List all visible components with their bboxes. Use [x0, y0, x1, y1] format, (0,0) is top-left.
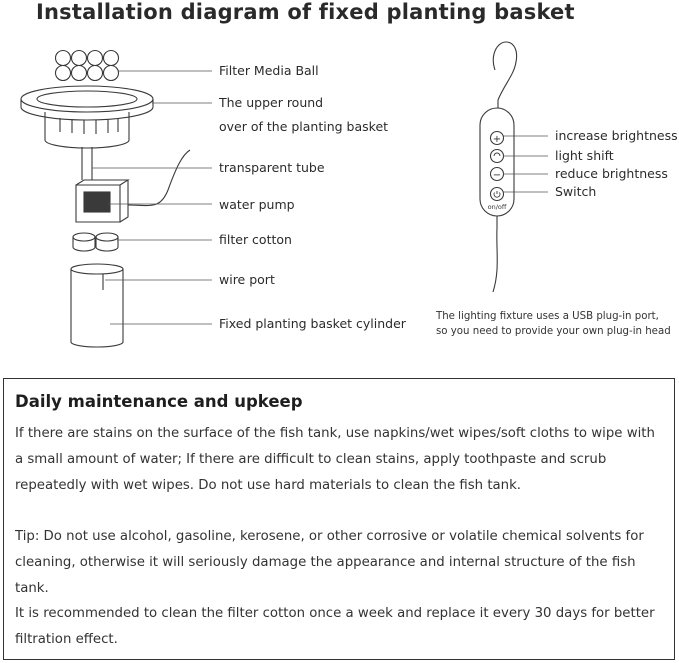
planting-basket-cylinder — [70, 263, 124, 348]
minus-symbol: − — [493, 170, 501, 181]
water-pump — [75, 149, 191, 223]
plus-symbol: + — [493, 134, 501, 145]
maintenance-box: Daily maintenance and upkeep If there ar… — [3, 378, 675, 660]
label-increase-brightness: increase brightness — [555, 128, 678, 143]
page-title: Installation diagram of fixed planting b… — [36, 0, 575, 24]
usb-note-line2: so you need to provide your own plug-in … — [436, 326, 671, 337]
dimmer-remote — [479, 41, 548, 293]
filter-cotton — [72, 232, 119, 252]
leader-lines — [92, 70, 212, 325]
label-water-pump: water pump — [219, 197, 295, 212]
maintenance-paragraph-1: If there are stains on the surface of th… — [15, 426, 655, 493]
label-filter-cotton: filter cotton — [219, 232, 292, 247]
label-upper-round-line2: over of the planting basket — [219, 119, 389, 134]
label-light-shift: light shift — [555, 148, 614, 163]
label-reduce-brightness: reduce brightness — [555, 166, 668, 181]
label-transparent-tube: transparent tube — [219, 160, 325, 175]
label-cylinder: Fixed planting basket cylinder — [219, 316, 406, 331]
transparent-tube — [81, 147, 93, 180]
usb-note-line1: The lighting fixture uses a USB plug-in … — [436, 311, 659, 322]
label-upper-round-line1: The upper round — [219, 95, 324, 110]
upper-round-cover — [20, 85, 154, 149]
label-wire-port: wire port — [219, 272, 275, 287]
onoff-label: on/off — [488, 203, 507, 211]
installation-diagram: + − on/off — [20, 41, 548, 348]
maintenance-heading: Daily maintenance and upkeep — [15, 392, 303, 411]
label-filter-media-ball: Filter Media Ball — [219, 63, 319, 78]
filter-media-balls — [54, 49, 120, 82]
label-switch: Switch — [555, 184, 597, 199]
maintenance-paragraph-3: It is recommended to clean the filter co… — [15, 606, 655, 647]
maintenance-paragraph-2: Tip: Do not use alcohol, gasoline, keros… — [15, 529, 644, 596]
